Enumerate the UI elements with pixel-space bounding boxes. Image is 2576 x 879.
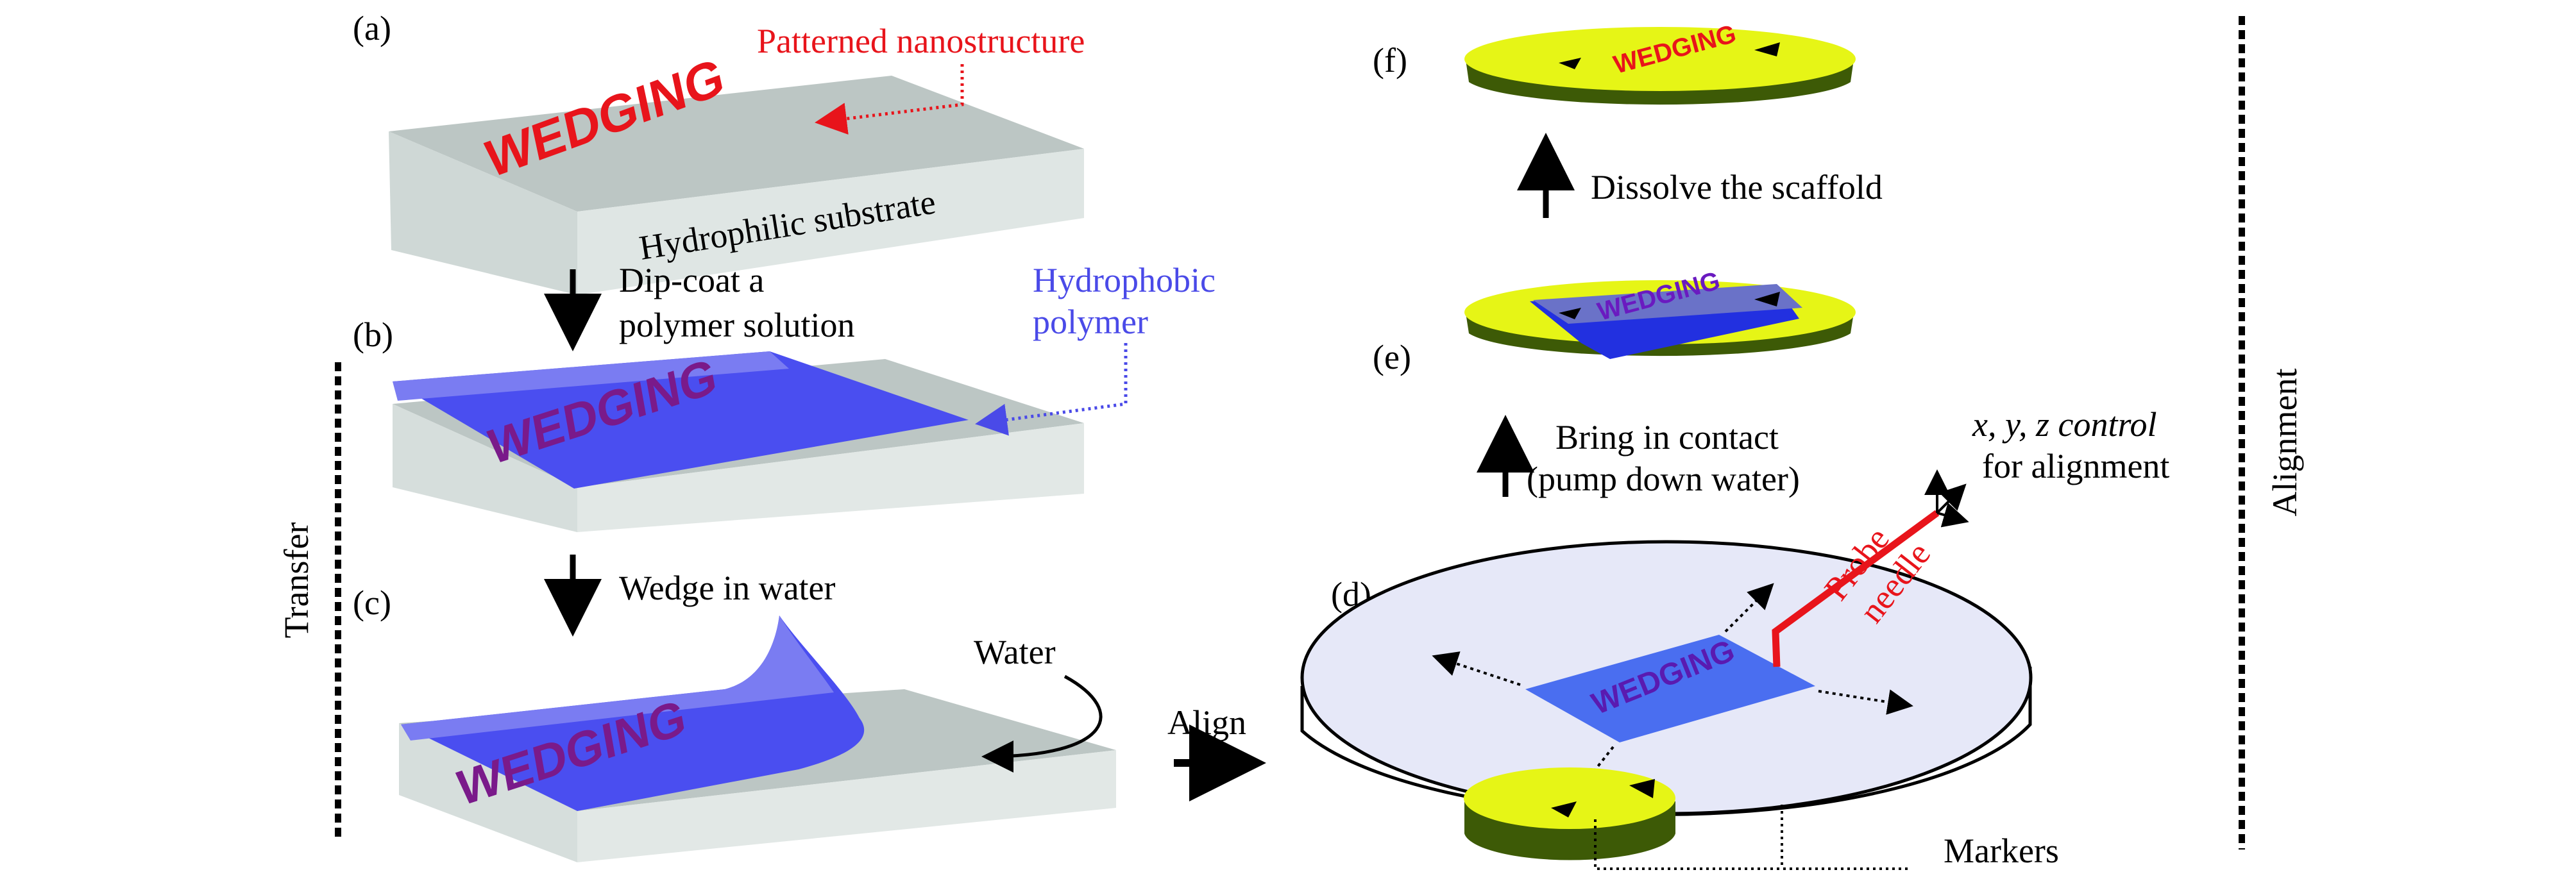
- water-pointer-arrow: [981, 674, 1103, 773]
- nanostructure-pointer-arrow: [815, 64, 964, 135]
- marker-icon: [1559, 58, 1581, 69]
- polymer-film-d: [1525, 635, 1815, 742]
- xyz-label-line2: for alignment: [1982, 447, 2169, 485]
- panel-a-label: (a): [353, 9, 391, 47]
- panel-b: (b) WEDGING Hydrophobic polymer: [353, 261, 1216, 532]
- target-substrate-d: [1464, 767, 1675, 860]
- marker-icon: [1559, 308, 1581, 319]
- polymer-film-b: [393, 351, 969, 489]
- dissolve-label: Dissolve the scaffold: [1591, 168, 1883, 206]
- marker-icon: [1754, 42, 1780, 56]
- panel-f-label: (f): [1373, 41, 1407, 80]
- panel-e-label: (e): [1373, 338, 1411, 376]
- polymer-label-line2: polymer: [1033, 303, 1148, 341]
- marker-icon: [1629, 779, 1655, 798]
- polymer-label-line1: Hydrophobic: [1033, 261, 1216, 299]
- xyz-axes-icon: [1924, 469, 1969, 528]
- panel-c-label: (c): [353, 583, 391, 622]
- polymer-pointer-arrow: [975, 343, 1128, 436]
- alignment-section-label: Alignment: [2266, 369, 2304, 517]
- dip-coat-label-line1: Dip-coat a: [619, 261, 764, 299]
- panel-e: (e) WEDGING: [1373, 267, 1856, 376]
- polymer-film-c: [401, 615, 865, 811]
- substrate-a: [389, 76, 1084, 295]
- align-label: Align: [1167, 703, 1246, 742]
- dip-coat-label-line2: polymer solution: [619, 306, 854, 344]
- nanostructure-label: Patterned nanostructure: [757, 22, 1085, 60]
- markers-label: Markers: [1944, 832, 2059, 870]
- transfer-section-label: Transfer: [277, 522, 316, 638]
- panel-d: (d) WEDGING Probe needle Markers: [1300, 469, 2059, 870]
- contact-label-line1: Bring in contact: [1555, 418, 1779, 456]
- panel-a: (a) WEDGING Hydrophilic substrate Patter…: [353, 9, 1085, 295]
- marker-icon: [1551, 801, 1577, 817]
- probe-needle: [1772, 510, 1940, 667]
- panel-c: (c) WEDGING Water: [353, 583, 1116, 862]
- xyz-label-line1: x, y, z control: [1972, 405, 2157, 444]
- panel-f: (f) WEDGING: [1373, 20, 1856, 105]
- panel-b-label: (b): [353, 315, 393, 354]
- wedge-label: Wedge in water: [619, 569, 836, 607]
- water-label: Water: [974, 633, 1056, 671]
- markers-pointer-lines: [1594, 805, 1911, 870]
- contact-label-line2: (pump down water): [1527, 460, 1800, 498]
- marker-icon: [1754, 292, 1780, 306]
